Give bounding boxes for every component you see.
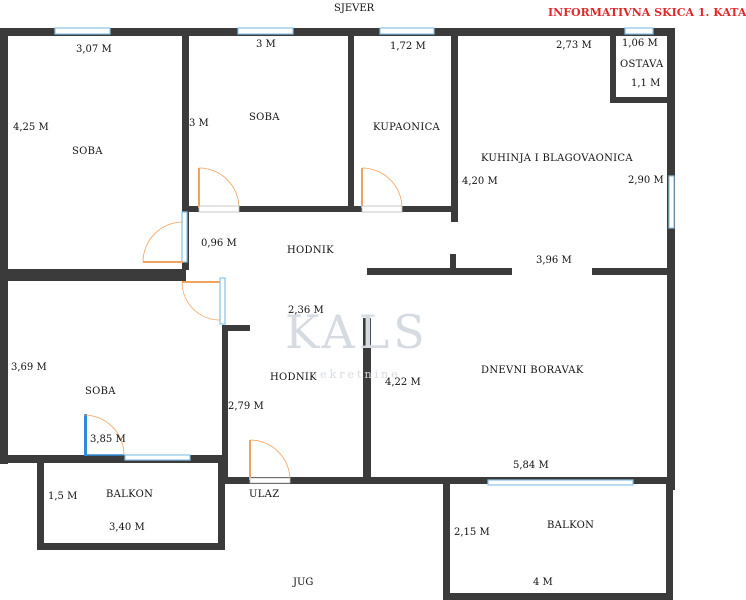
- dim-label: 3,85 M: [90, 434, 126, 445]
- dim-label: 2,15 M: [454, 527, 490, 538]
- room-label-soba-top-mid: SOBA: [249, 112, 280, 123]
- dim-label: 1,72 M: [390, 41, 426, 52]
- dim-label: 4,22 M: [385, 377, 421, 388]
- doors: [83, 167, 403, 481]
- dim-label: 2,79 M: [228, 401, 264, 412]
- room-label-hodnik-upper: HODNIK: [287, 245, 334, 256]
- dim-label: 5,84 M: [513, 460, 549, 471]
- room-label-hodnik-lower: HODNIK: [270, 372, 317, 383]
- dim-label: 3,96 M: [536, 255, 572, 266]
- dim-label: 2,36 M: [288, 305, 324, 316]
- dim-label: 4,20 M: [462, 176, 498, 187]
- dim-label: 4,25 M: [13, 122, 49, 133]
- room-label-ostava: OSTAVA: [620, 59, 664, 70]
- room-label-kuhinja: KUHINJA I BLAGOVAONICA: [481, 153, 633, 164]
- dim-label: 2,90 M: [628, 175, 664, 186]
- door-gaps: [198, 205, 403, 484]
- walls: [0, 28, 675, 600]
- watermark-logo: KALS: [285, 305, 429, 359]
- room-label-balkon-right: BALKON: [547, 520, 595, 531]
- dim-label: 4 M: [533, 577, 553, 588]
- dim-label: 2,73 M: [556, 40, 592, 51]
- room-label-soba-top-left: SOBA: [72, 146, 103, 157]
- south-label: JUG: [293, 577, 314, 588]
- dim-label: 1,5 M: [48, 491, 78, 502]
- plan-title: INFORMATIVNA SKICA 1. KATA: [548, 6, 746, 19]
- dim-label: 0,96 M: [201, 238, 237, 249]
- room-label-kupaonica: KUPAONICA: [373, 122, 441, 133]
- dim-label: 3 M: [189, 118, 209, 129]
- dim-label: 3,69 M: [11, 362, 47, 373]
- floor-plan: [0, 27, 675, 600]
- dim-label: 1,06 M: [622, 38, 658, 49]
- room-label-ulaz: ULAZ: [249, 489, 280, 500]
- north-label: SJEVER: [334, 3, 375, 14]
- room-label-soba-bottom: SOBA: [85, 386, 116, 397]
- dim-label: 1,1 M: [631, 78, 661, 89]
- dim-label: 3,40 M: [109, 522, 145, 533]
- room-label-balkon-left: BALKON: [106, 489, 154, 500]
- room-label-dnevni-boravak: DNEVNI BORAVAK: [481, 365, 584, 376]
- windows: [54, 27, 675, 486]
- dim-label: 3,07 M: [76, 44, 112, 55]
- dim-label: 3 M: [256, 39, 276, 50]
- watermark-subtitle: nekretnine: [310, 368, 401, 381]
